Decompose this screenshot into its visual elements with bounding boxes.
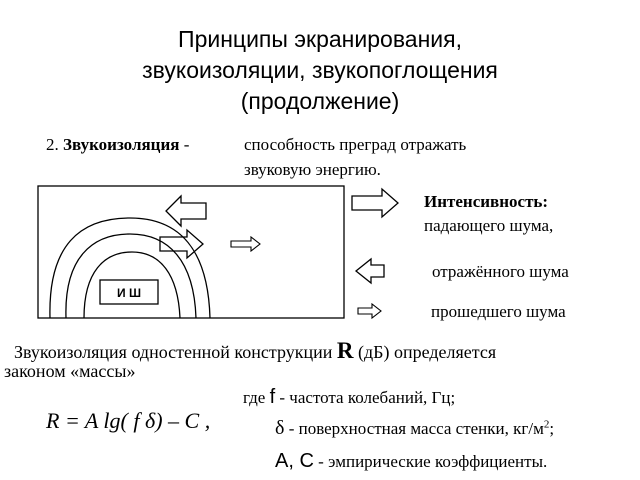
variable-delta-end: ;: [549, 419, 555, 438]
variable-f-symbol: f: [269, 386, 276, 408]
mass-law-formula: R = A lg( f δ) – C ,: [46, 408, 211, 433]
legend-incident-label: падающего шума,: [424, 216, 554, 235]
variable-delta-line: δ - поверхностная масса стенки, кг/м2;: [275, 417, 554, 440]
where-label: где: [243, 388, 266, 407]
title-line-3: (продолжение): [240, 88, 400, 114]
definition-term: Звукоизоляция: [63, 135, 180, 154]
variable-ac-text: - эмпирические коэффициенты.: [318, 452, 548, 471]
incident-arrow-inner: [159, 228, 204, 260]
variable-f-text: - частота колебаний, Гц;: [279, 388, 456, 407]
definition-number: 2.: [46, 135, 59, 154]
definition-text-line-2: звуковую энергию.: [244, 160, 381, 179]
variable-ac-line: А, С - эмпирические коэффициенты.: [275, 450, 547, 473]
legend-reflected-label: отражённого шума: [432, 262, 569, 281]
legend-transmitted-arrow: [357, 302, 382, 320]
legend-transmitted-label: прошедшего шума: [431, 302, 566, 321]
variable-delta-symbol: δ: [275, 417, 285, 439]
title-line-2: звукоизоляции, звукопоглощения: [142, 57, 498, 83]
noise-source-box: [99, 279, 159, 305]
variable-f-line: где f - частота колебаний, Гц;: [243, 386, 455, 409]
noise-source-label: И Ш: [117, 286, 141, 300]
statement-part-2: (дБ) определяется: [357, 342, 497, 362]
variable-delta-text: - поверхностная масса стенки, кг/м: [288, 419, 544, 438]
transmitted-arrow-inner: [230, 235, 261, 253]
definition-text-line-1: способность преград отражать: [244, 135, 467, 154]
statement-line-1: Звукоизоляция одностенной конструкции R …: [14, 338, 496, 364]
definition-dash: -: [183, 135, 190, 154]
legend-heading: Интенсивность:: [424, 192, 549, 211]
legend-incident-arrow: [351, 187, 399, 219]
barrier-box: [37, 185, 345, 319]
definition-term-line: 2. Звукоизоляция -: [46, 135, 189, 155]
variable-delta-superscript: 2: [543, 418, 550, 431]
slide-title: Принципы экранирования, звукоизоляции, з…: [0, 24, 640, 117]
title-line-1: Принципы экранирования,: [178, 26, 462, 52]
statement-line-2: законом «массы»: [4, 361, 136, 381]
variable-ac-symbol: А, С: [275, 450, 314, 472]
reflected-arrow-inner: [165, 194, 207, 228]
statement-part-1: Звукоизоляция одностенной конструкции: [14, 342, 333, 362]
legend-reflected-arrow: [354, 257, 385, 285]
statement-symbol-r: R: [336, 338, 354, 363]
wave-outer-arc: [49, 217, 211, 319]
wave-middle-arc: [65, 233, 197, 319]
wave-inner-arc: [83, 251, 181, 319]
